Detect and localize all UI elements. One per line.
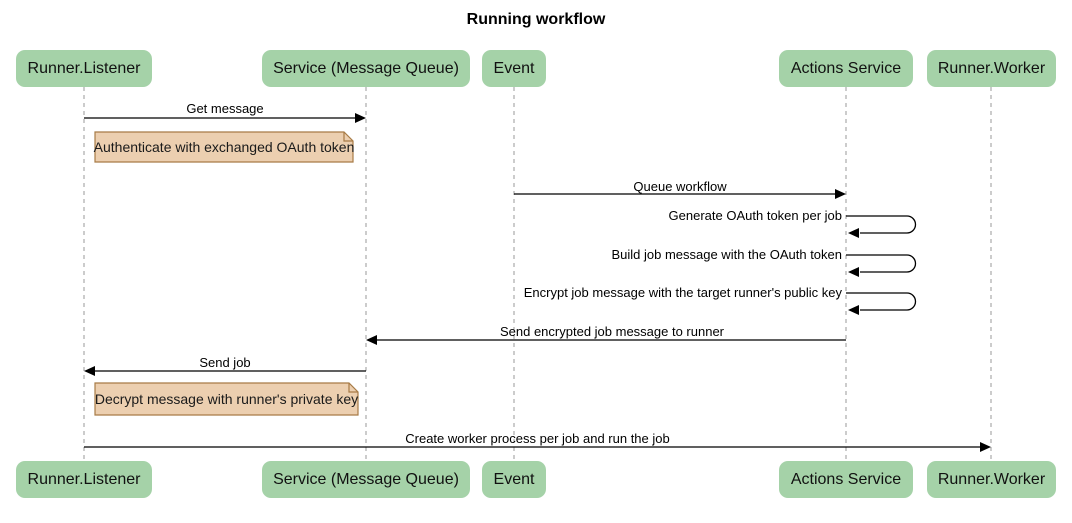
note-box-decrypt (94, 382, 359, 416)
note-fold-icon (348, 383, 358, 393)
actor-top-service-message-queue: Service (Message Queue) (262, 50, 470, 87)
actor-top-event: Event (482, 50, 546, 87)
self-loop-build-job-message (846, 254, 917, 273)
actor-bottom-runner-listener: Runner.Listener (16, 461, 152, 498)
arrowhead-left-icon (84, 366, 95, 376)
note-label-authenticate: Authenticate with exchanged OAuth token (93, 139, 355, 155)
actor-top-actions-service: Actions Service (779, 50, 913, 87)
arrowhead-left-icon (848, 228, 859, 238)
arrowhead-left-icon (848, 267, 859, 277)
message-label-encrypt-job-message: Encrypt job message with the target runn… (523, 285, 842, 300)
note-label-decrypt: Decrypt message with runner's private ke… (94, 391, 359, 407)
message-label-generate-oauth: Generate OAuth token per job (668, 208, 842, 223)
actor-bottom-event: Event (482, 461, 546, 498)
arrowhead-right-icon (835, 189, 846, 199)
arrowhead-left-icon (366, 335, 377, 345)
message-label-queue-workflow: Queue workflow (633, 179, 727, 194)
message-label-get-message: Get message (186, 101, 264, 116)
arrowhead-right-icon (980, 442, 991, 452)
self-loop-generate-oauth (846, 215, 917, 234)
message-label-send-encrypted-job: Send encrypted job message to runner (499, 324, 725, 339)
note-box-authenticate (94, 131, 354, 163)
message-label-build-job-message: Build job message with the OAuth token (611, 247, 842, 262)
self-loop-encrypt-job-message (846, 292, 917, 311)
actor-top-runner-worker: Runner.Worker (927, 50, 1056, 87)
actor-bottom-actions-service: Actions Service (779, 461, 913, 498)
arrowhead-left-icon (848, 305, 859, 315)
arrowhead-right-icon (355, 113, 366, 123)
actor-top-runner-listener: Runner.Listener (16, 50, 152, 87)
message-label-send-job: Send job (199, 355, 251, 370)
diagram-title: Running workflow (466, 11, 606, 28)
note-fold-icon (343, 132, 353, 142)
message-label-create-worker-process: Create worker process per job and run th… (405, 431, 670, 446)
actor-bottom-service-message-queue: Service (Message Queue) (262, 461, 470, 498)
actor-bottom-runner-worker: Runner.Worker (927, 461, 1056, 498)
